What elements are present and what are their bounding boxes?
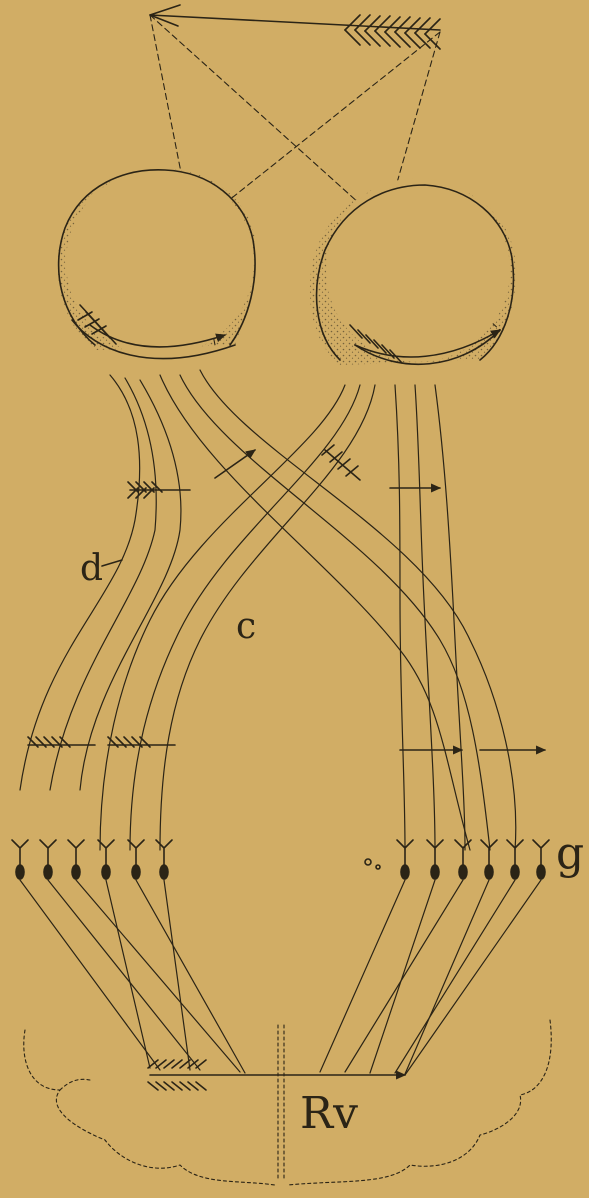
object-arrow bbox=[150, 5, 440, 49]
right-fibers bbox=[100, 385, 465, 850]
label-rv: Rv bbox=[300, 1088, 358, 1139]
right-eye bbox=[310, 178, 516, 365]
cortical-image-arrow bbox=[148, 1060, 405, 1090]
label-d: d bbox=[80, 548, 103, 589]
fiber-arrows bbox=[28, 445, 545, 750]
label-g: g bbox=[556, 828, 584, 879]
left-eye bbox=[58, 168, 256, 359]
cortical-projections bbox=[20, 880, 541, 1075]
cortex-outline bbox=[24, 1020, 551, 1185]
label-c: c bbox=[236, 606, 256, 647]
